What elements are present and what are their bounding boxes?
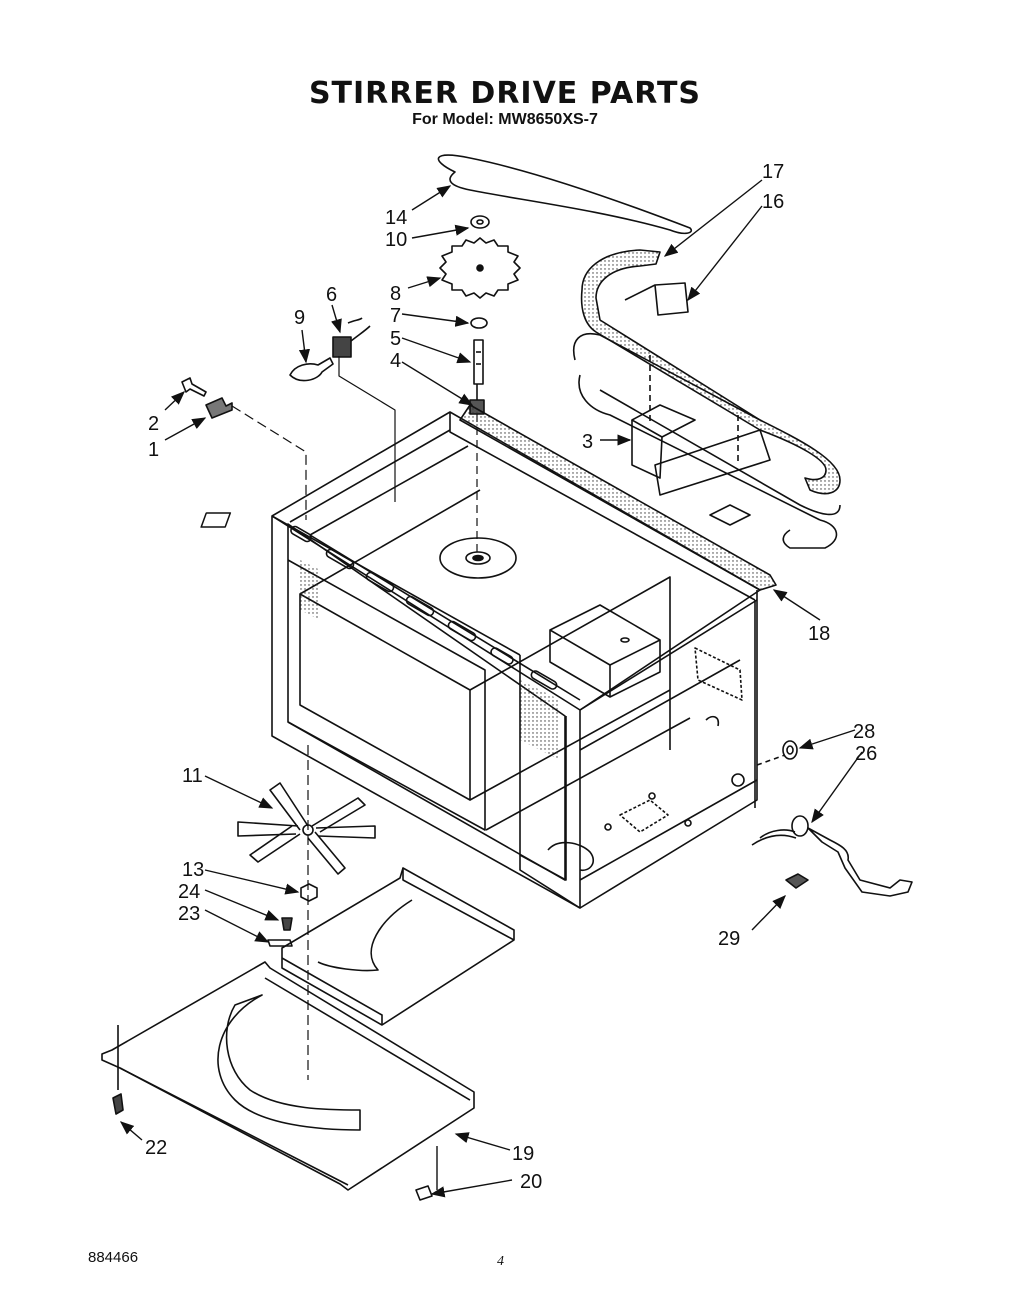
washer-7 xyxy=(470,317,488,329)
leader-14 xyxy=(411,185,452,211)
leader-10 xyxy=(411,224,470,239)
bottom-tray xyxy=(101,961,475,1191)
screw-2 xyxy=(181,377,207,397)
lamp-socket xyxy=(332,336,352,358)
callout-4: 4 xyxy=(390,350,401,372)
callout-19: 19 xyxy=(512,1143,534,1165)
leader-18 xyxy=(772,589,821,621)
bracket-1 xyxy=(205,397,233,419)
callout-7: 7 xyxy=(390,305,401,327)
leader-19 xyxy=(454,1132,511,1151)
callout-18: 18 xyxy=(808,623,830,645)
leader-22 xyxy=(119,1121,143,1141)
leader-2 xyxy=(164,391,186,411)
callout-10: 10 xyxy=(385,229,407,251)
leader-7 xyxy=(401,313,470,327)
screw-20 xyxy=(415,1185,433,1201)
power-cord xyxy=(751,815,913,897)
leader-4 xyxy=(401,361,474,406)
leader-24 xyxy=(204,889,280,921)
stirrer-cover xyxy=(281,867,515,1026)
callout-22: 22 xyxy=(145,1137,167,1159)
leader-13 xyxy=(204,869,300,895)
cord-clip xyxy=(785,873,809,889)
callout-23: 23 xyxy=(178,903,200,925)
fan-nut xyxy=(300,883,318,902)
callout-29: 29 xyxy=(718,928,740,950)
oven-cavity-frame xyxy=(200,411,761,909)
callout-5: 5 xyxy=(390,328,401,350)
callout-17: 17 xyxy=(762,161,784,183)
page-title: STIRRER DRIVE PARTS xyxy=(308,76,702,111)
stirrer-pulley xyxy=(439,237,521,299)
drive-belt xyxy=(437,154,692,235)
leader-8 xyxy=(407,276,442,289)
leader-9 xyxy=(298,329,310,364)
leader-17 xyxy=(663,179,763,257)
leader-6 xyxy=(331,304,342,334)
document-number: 884466 xyxy=(88,1249,139,1266)
callout-16: 16 xyxy=(762,191,784,213)
callout-8: 8 xyxy=(390,283,401,305)
page-number: 4 xyxy=(497,1254,504,1269)
top-trim-strip xyxy=(459,404,777,591)
stirrer-opening xyxy=(439,537,517,579)
leader-20 xyxy=(430,1179,513,1198)
callout-1: 1 xyxy=(148,439,159,461)
leader-28 xyxy=(798,729,856,750)
callout-9: 9 xyxy=(294,307,305,329)
washer-23 xyxy=(267,939,293,947)
screw-24 xyxy=(281,917,293,931)
callout-2: 2 xyxy=(148,413,159,435)
callout-3: 3 xyxy=(582,431,593,453)
leader-29 xyxy=(751,894,786,931)
callout-6: 6 xyxy=(326,284,337,306)
model-subtitle: For Model: MW8650XS-7 xyxy=(412,111,598,128)
screw-22 xyxy=(112,1093,124,1115)
top-washer xyxy=(470,215,490,229)
air-duct xyxy=(573,249,841,549)
leader-11 xyxy=(204,775,274,809)
leader-16 xyxy=(687,205,763,302)
leader-26 xyxy=(811,751,863,824)
callout-28: 28 xyxy=(853,721,875,743)
leader-1 xyxy=(164,417,207,441)
callout-14: 14 xyxy=(385,207,407,229)
leader-5 xyxy=(401,337,472,364)
callout-24: 24 xyxy=(178,881,200,903)
callout-11: 11 xyxy=(182,765,203,787)
stirrer-shaft xyxy=(473,339,484,385)
callout-20: 20 xyxy=(520,1171,542,1193)
grommet-28 xyxy=(782,740,798,760)
stirrer-fan-blade xyxy=(237,782,376,875)
lamp-bulb xyxy=(289,357,334,382)
callout-13: 13 xyxy=(182,859,204,881)
callout-26: 26 xyxy=(855,743,877,765)
leader-23 xyxy=(204,909,270,943)
